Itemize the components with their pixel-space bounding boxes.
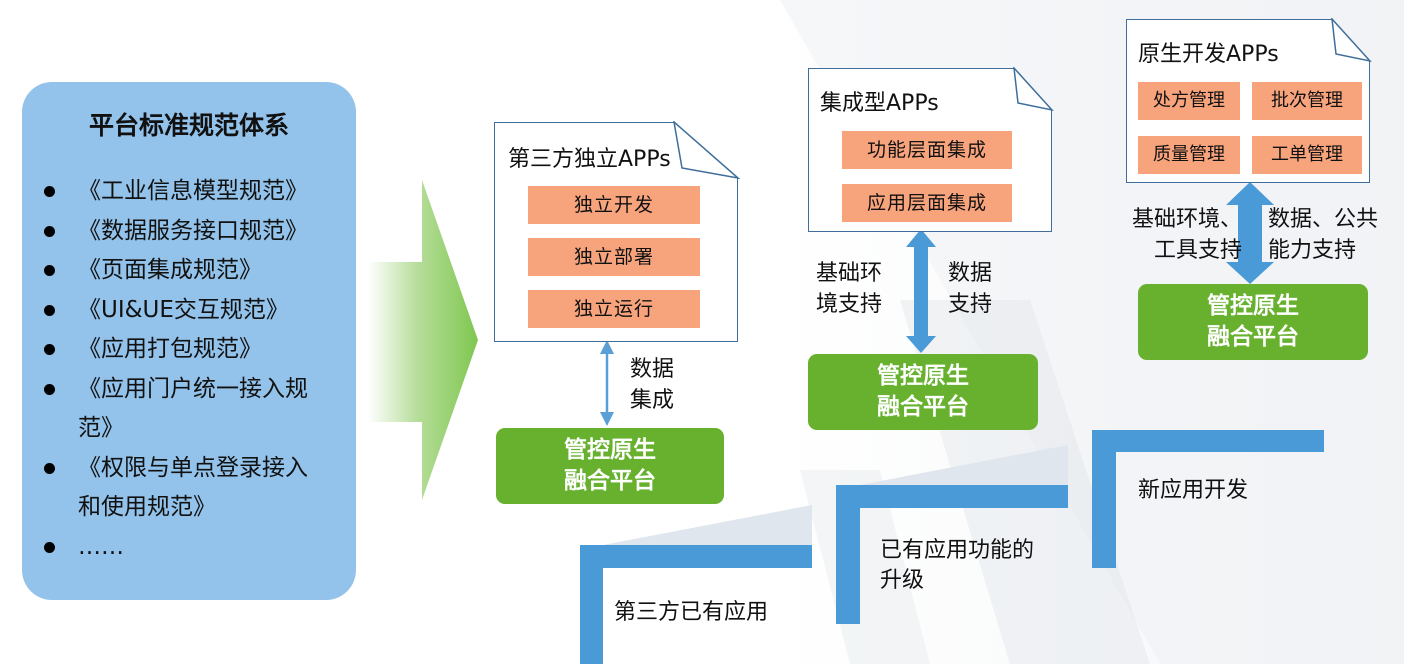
platform-box-stage2: 管控原生 融合平台	[808, 354, 1038, 430]
bullet-icon	[44, 462, 55, 474]
step-label-upgrade: 已有应用功能的 升级	[880, 538, 1035, 593]
list-item-continuation: 范》	[78, 415, 124, 441]
folded-corner-icon	[1331, 18, 1372, 63]
arrow-down-icon	[600, 412, 614, 426]
infra-tools-support-label: 基础环境、 工具支持	[1131, 207, 1242, 263]
independent-run-box: 独立运行	[528, 290, 700, 328]
arrow-up-icon	[906, 229, 936, 247]
platform-box-stage1: 管控原生 融合平台	[496, 428, 724, 504]
integrated-apps-title: 集成型APPs	[820, 91, 939, 116]
bullet-icon	[44, 383, 55, 395]
list-item-continuation: 和使用规范》	[78, 494, 216, 520]
standards-list: 《工业信息模型规范》 《数据服务接口规范》 《页面集成规范》 《UI&UE交互规…	[38, 172, 358, 567]
stair-step-2	[836, 485, 1068, 624]
bullet-icon	[44, 344, 55, 355]
batch-mgmt-box: 批次管理	[1252, 82, 1362, 120]
stair-step-2-shade	[860, 445, 1068, 485]
bullet-icon	[44, 186, 55, 197]
stair-step-1-shade	[603, 505, 812, 545]
arrow-down-icon	[1226, 262, 1274, 284]
step-label-new-app: 新应用开发	[1138, 478, 1249, 503]
function-level-box: 功能层面集成	[842, 131, 1012, 169]
bullet-icon	[44, 265, 55, 276]
folded-corner-icon	[1013, 67, 1054, 112]
data-integration-label: 数据 集成	[630, 357, 675, 413]
quality-mgmt-box: 质量管理	[1138, 136, 1240, 174]
native-apps-title: 原生开发APPs	[1138, 42, 1279, 67]
background-wedge	[800, 470, 930, 664]
data-capability-support-label: 数据、公共 能力支持	[1268, 207, 1379, 263]
arrow-up-icon	[1226, 182, 1274, 205]
prescription-mgmt-box: 处方管理	[1138, 82, 1240, 120]
app-level-box: 应用层面集成	[842, 184, 1012, 222]
list-item: 《页面集成规范》	[38, 251, 358, 289]
arrow-down-icon	[906, 336, 936, 353]
list-item: 《数据服务接口规范》	[38, 212, 358, 250]
list-item: 《应用打包规范》	[38, 330, 358, 368]
big-arrow-icon	[368, 180, 478, 500]
work-order-mgmt-box: 工单管理	[1252, 136, 1362, 174]
list-item: 《UI&UE交互规范》	[38, 291, 358, 329]
third-party-apps-title: 第三方独立APPs	[508, 147, 671, 172]
independent-deploy-box: 独立部署	[528, 238, 700, 276]
standards-panel: 平台标准规范体系 《工业信息模型规范》 《数据服务接口规范》 《页面集成规范》 …	[22, 82, 356, 600]
stair-step-1	[580, 545, 812, 664]
step-label-third-party: 第三方已有应用	[614, 600, 769, 625]
infra-support-label: 基础环 境支持	[816, 261, 883, 317]
list-item: 《权限与单点登录接入	[38, 449, 358, 487]
list-item: 《应用门户统一接入规	[38, 370, 358, 408]
list-item: ……	[38, 528, 358, 566]
platform-box-stage3: 管控原生 融合平台	[1138, 284, 1368, 360]
independent-develop-box: 独立开发	[528, 186, 700, 224]
arrow-up-icon	[600, 340, 614, 354]
list-item: 《工业信息模型规范》	[38, 172, 358, 210]
standards-title: 平台标准规范体系	[88, 111, 289, 140]
support-link-bar	[1238, 203, 1262, 265]
data-support-label: 数据 支持	[948, 261, 993, 317]
stair-step-3	[1092, 430, 1324, 568]
bullet-icon	[44, 304, 55, 316]
bullet-icon	[44, 541, 55, 553]
bullet-icon	[44, 225, 55, 237]
folded-corner-icon	[673, 121, 740, 180]
support-link-bar	[914, 244, 928, 340]
